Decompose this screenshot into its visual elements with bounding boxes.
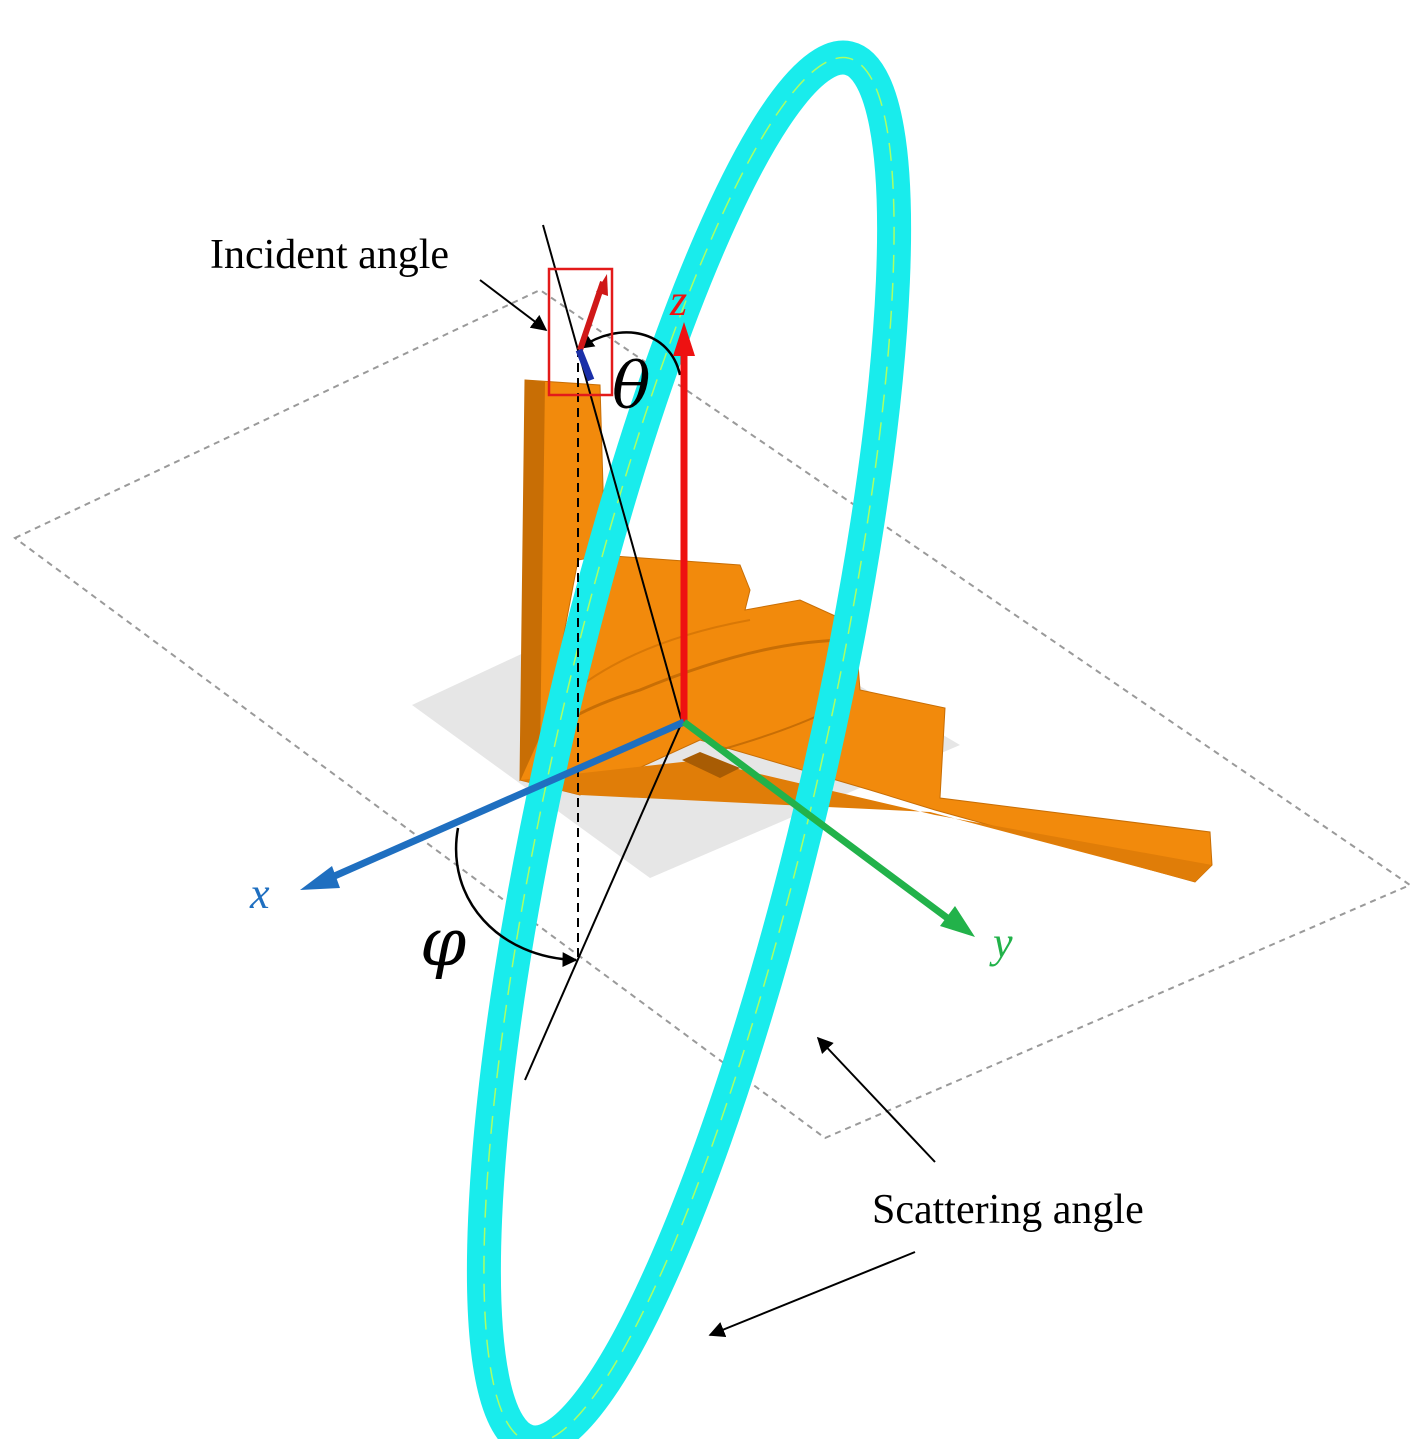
incident-highlight-box bbox=[547, 267, 614, 397]
ground-plane bbox=[13, 288, 1413, 1140]
aircraft-main-wing bbox=[519, 554, 1213, 883]
phi-arc bbox=[454, 827, 578, 968]
incident-vector-blue bbox=[575, 348, 595, 382]
incident-vector-red bbox=[577, 281, 606, 351]
aircraft-wing-front bbox=[520, 760, 1212, 882]
theta-arc bbox=[578, 331, 682, 376]
scattering-angle-pointer-lower bbox=[708, 1251, 916, 1338]
phi-label: φ bbox=[420, 904, 466, 981]
y-axis bbox=[681, 719, 975, 937]
incident-angle-label: Incident angle bbox=[210, 232, 449, 278]
aircraft-fin-edge bbox=[520, 380, 545, 780]
x-axis bbox=[300, 718, 686, 890]
scattering-angle-label: Scattering angle bbox=[872, 1187, 1144, 1233]
incident-angle-pointer bbox=[479, 279, 548, 331]
x-axis-label: x bbox=[249, 869, 270, 918]
incidence-direction-line bbox=[542, 224, 683, 723]
aircraft-nacelle-right bbox=[682, 752, 740, 778]
scattering-ring bbox=[466, 40, 912, 1439]
theta-label: θ bbox=[612, 350, 651, 424]
incidence-projection-line bbox=[524, 721, 683, 1081]
y-axis-label: y bbox=[989, 918, 1013, 967]
z-axis-label: z bbox=[669, 276, 687, 325]
scattering-angle-pointer-upper bbox=[816, 1036, 936, 1163]
z-axis bbox=[673, 322, 695, 722]
